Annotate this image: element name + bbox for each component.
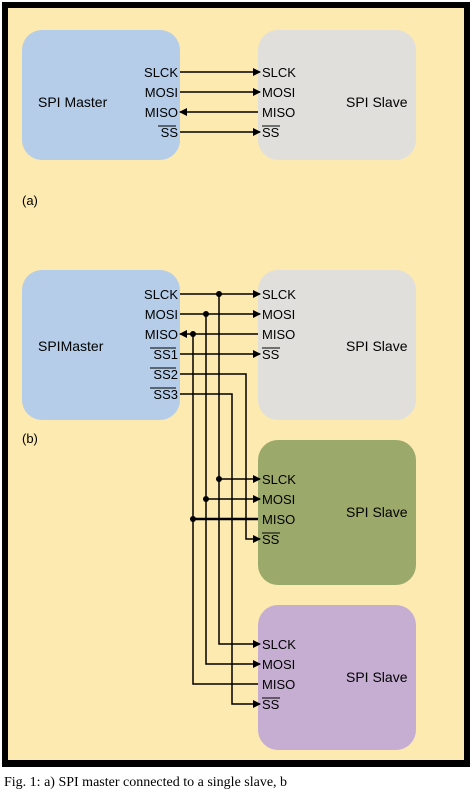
slave-a-pin-ss: SS — [262, 125, 280, 140]
spi-slave-box-b2 — [258, 440, 416, 585]
slave-b2-pin-mosi: MOSI — [262, 492, 295, 507]
slave-b1-pin-miso: MISO — [262, 327, 295, 342]
master-b-pin-slck: SLCK — [144, 287, 178, 302]
master-title-b: SPIMaster — [38, 338, 104, 354]
slave-b1-pin-slck: SLCK — [262, 287, 296, 302]
spi-slave-box-b3 — [258, 605, 416, 750]
slave-b3-pin-slck: SLCK — [262, 637, 296, 652]
slave-title-b1: SPI Slave — [346, 338, 408, 354]
slave-b3-pin-ss: SS — [262, 697, 280, 712]
slave-title-b2: SPI Slave — [346, 504, 408, 520]
spi-slave-box-b1 — [258, 270, 416, 420]
slave-b3-pin-miso: MISO — [262, 677, 295, 692]
master-b-pin-ss1: SS1 — [153, 347, 178, 362]
slave-a-pin-miso: MISO — [262, 105, 295, 120]
spi-master-box-a — [22, 30, 180, 160]
slave-title-a: SPI Slave — [346, 94, 408, 110]
slave-b2-pin-slck: SLCK — [262, 472, 296, 487]
junction-dots — [190, 291, 222, 522]
slave-a-pin-slck: SLCK — [262, 65, 296, 80]
master-b-pin-miso: MISO — [145, 327, 178, 342]
slave-b1-pin-mosi: MOSI — [262, 307, 295, 322]
diagram-b: SPIMaster SPI Slave SPI Slave SPI Slave … — [22, 270, 416, 750]
spi-master-box-b — [22, 270, 180, 420]
diagram-a-label: (a) — [22, 193, 38, 208]
master-a-pin-slck: SLCK — [144, 65, 178, 80]
master-a-pin-miso: MISO — [145, 105, 178, 120]
slave-a-pin-mosi: MOSI — [262, 85, 295, 100]
slave-title-b3: SPI Slave — [346, 669, 408, 685]
master-title-a: SPI Master — [38, 94, 108, 110]
spi-figure: SPI Master SPI Slave SLCK MOSI MISO SS S… — [2, 2, 470, 767]
master-a-pin-mosi: MOSI — [145, 85, 178, 100]
figure-caption: Fig. 1: a) SPI master connected to a sin… — [4, 775, 288, 790]
master-b-pin-ss3: SS3 — [153, 387, 178, 402]
master-b-pin-mosi: MOSI — [145, 307, 178, 322]
diagram-b-label: (b) — [22, 431, 38, 446]
master-a-pin-ss: SS — [161, 125, 179, 140]
slave-b2-pin-ss: SS — [262, 532, 280, 547]
slave-b2-pin-miso: MISO — [262, 512, 295, 527]
slave-b1-pin-ss: SS — [262, 347, 280, 362]
master-b-pin-ss2: SS2 — [153, 367, 178, 382]
slave-b3-pin-mosi: MOSI — [262, 657, 295, 672]
diagram-a: SPI Master SPI Slave SLCK MOSI MISO SS S… — [22, 30, 416, 208]
spi-slave-box-a — [258, 30, 416, 160]
